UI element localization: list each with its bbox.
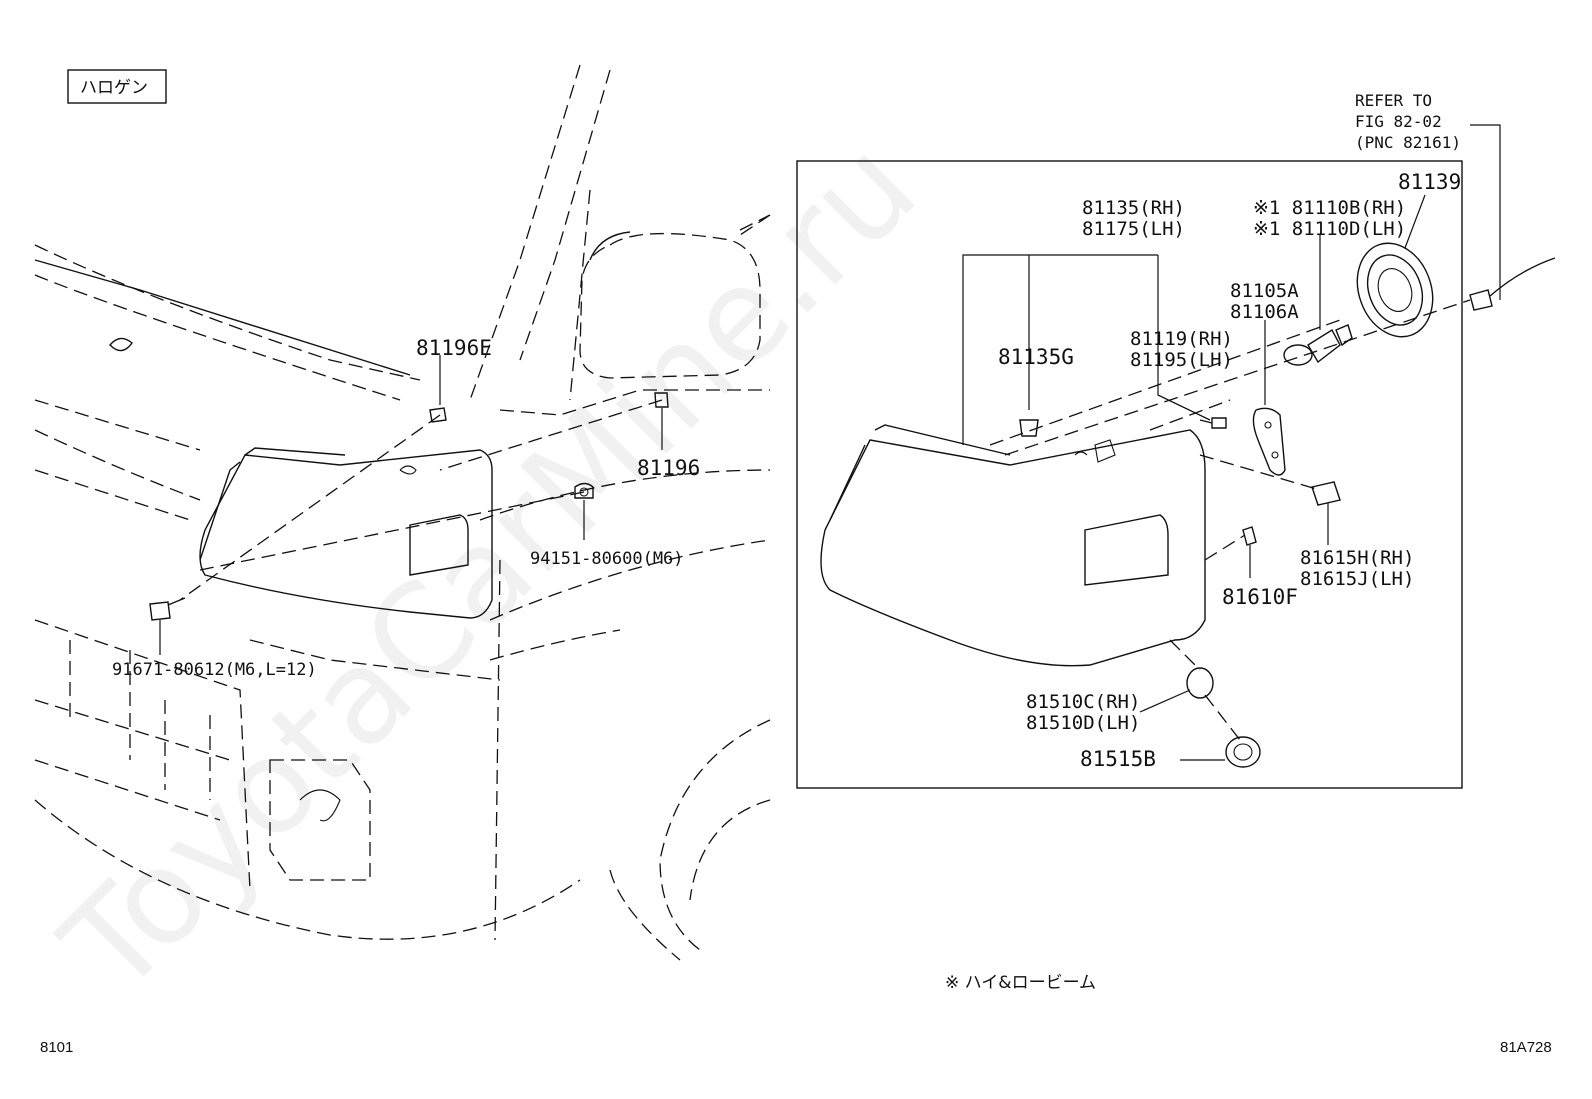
- part-81615J-lh[interactable]: 81615J(LH): [1300, 568, 1414, 590]
- page-code-left: 8101: [40, 1039, 73, 1056]
- part-94151-80600[interactable]: 94151-80600(M6): [530, 549, 684, 569]
- part-91671-80612[interactable]: 91671-80612(M6,L=12): [112, 660, 317, 680]
- part-81135G[interactable]: 81135G: [998, 345, 1074, 369]
- part-81105A[interactable]: 81105A: [1230, 280, 1299, 302]
- part-81610F[interactable]: 81610F: [1222, 585, 1298, 609]
- variant-label-box: ハロゲン: [67, 69, 167, 104]
- refer-note-line-3: (PNC 82161): [1355, 133, 1461, 152]
- refer-note: REFER TO FIG 82-02 (PNC 82161): [1355, 91, 1461, 152]
- part-81110B-rh[interactable]: ※1 81110B(RH): [1253, 197, 1406, 219]
- part-81510C-rh[interactable]: 81510C(RH): [1026, 691, 1140, 713]
- part-81615H-rh[interactable]: 81615H(RH): [1300, 547, 1414, 569]
- detail-assembly-lines: [989, 299, 1471, 741]
- part-81196[interactable]: 81196: [637, 456, 700, 480]
- detail-parts-icons: [1019, 194, 1556, 768]
- detail-box: [796, 160, 1463, 789]
- part-81119-rh[interactable]: 81119(RH): [1130, 328, 1233, 350]
- part-81135-rh[interactable]: 81135(RH): [1082, 197, 1185, 219]
- detail-headlamp: [820, 424, 1206, 667]
- footnote: ※ ハイ&ロービーム: [945, 973, 1096, 993]
- left-small-parts: [149, 355, 669, 655]
- part-81106A[interactable]: 81106A: [1230, 301, 1299, 323]
- refer-note-leader: [1470, 124, 1501, 300]
- refer-note-line-1: REFER TO: [1355, 91, 1432, 110]
- part-81195-lh[interactable]: 81195(LH): [1130, 349, 1233, 371]
- part-81515B[interactable]: 81515B: [1080, 747, 1156, 771]
- vehicle-body-outline: [34, 64, 771, 961]
- part-81175-lh[interactable]: 81175(LH): [1082, 218, 1185, 240]
- page-code-right: 81A728: [1500, 1039, 1552, 1056]
- variant-label: ハロゲン: [80, 78, 148, 98]
- part-81139[interactable]: 81139: [1398, 170, 1461, 194]
- refer-note-line-2: FIG 82-02: [1355, 112, 1442, 131]
- part-81196E[interactable]: 81196E: [416, 336, 492, 360]
- part-81510D-lh[interactable]: 81510D(LH): [1026, 712, 1140, 734]
- detail-leaders: [1139, 320, 1266, 761]
- part-81110D-lh[interactable]: ※1 81110D(LH): [1253, 218, 1406, 240]
